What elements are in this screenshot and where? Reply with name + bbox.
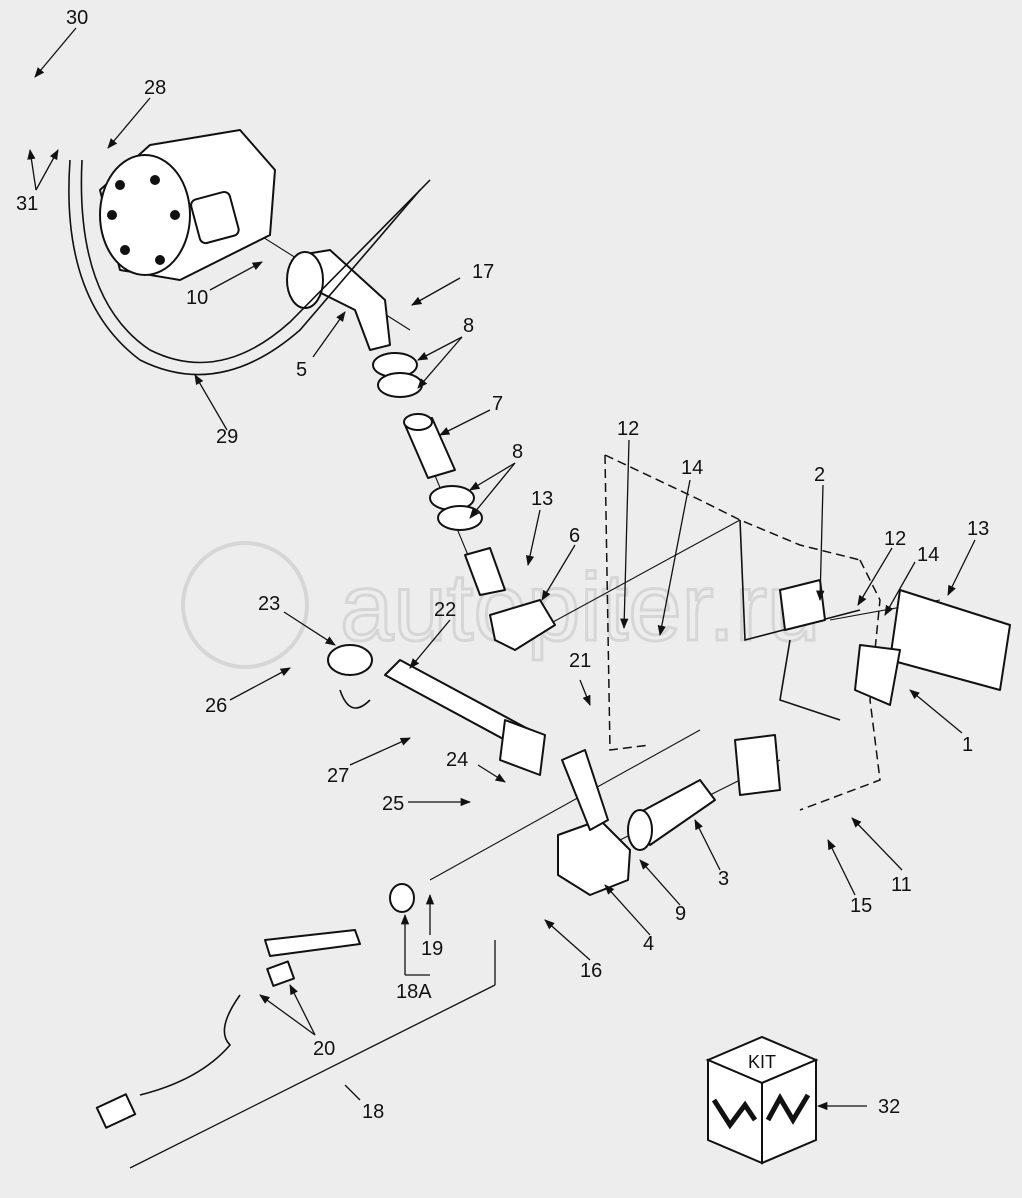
callout-27: 27 xyxy=(327,765,349,787)
callout-9: 9 xyxy=(675,903,686,925)
callout-16: 16 xyxy=(580,960,602,982)
cap-23 xyxy=(327,644,373,709)
mounting-panel xyxy=(604,454,881,811)
callout-labels: 30 28 31 10 17 5 8 29 7 8 13 6 12 14 2 1… xyxy=(16,7,989,1123)
callout-8-upper: 8 xyxy=(463,315,474,337)
callout-15: 15 xyxy=(850,895,872,917)
callout-14-left: 14 xyxy=(681,457,703,479)
bracket-2 xyxy=(779,579,826,631)
hose-7 xyxy=(403,413,456,479)
callout-1: 1 xyxy=(962,734,973,756)
flange-plate xyxy=(734,734,781,796)
callout-18a: 18A xyxy=(396,981,432,1003)
callout-4: 4 xyxy=(643,933,654,955)
hose-clamps-lower xyxy=(429,485,483,531)
callout-32: 32 xyxy=(878,1096,900,1118)
callout-29: 29 xyxy=(216,426,238,448)
callout-8-lower: 8 xyxy=(512,441,523,463)
callout-13-left: 13 xyxy=(531,488,553,510)
callout-12-left: 12 xyxy=(617,418,639,440)
callout-7: 7 xyxy=(492,393,503,415)
callout-2: 2 xyxy=(814,464,825,486)
callout-12-right: 12 xyxy=(884,528,906,550)
hose-clamps-upper xyxy=(372,352,423,398)
elbow-6 xyxy=(464,547,556,651)
hose-29 xyxy=(68,159,421,376)
callout-30: 30 xyxy=(66,7,88,29)
callout-26: 26 xyxy=(205,695,227,717)
callout-31: 31 xyxy=(16,193,38,215)
kit-icon: KIT xyxy=(705,1035,819,1165)
callout-28: 28 xyxy=(144,77,166,99)
kit-label: KIT xyxy=(748,1052,776,1072)
sensor-18 xyxy=(95,929,361,1129)
hose-29-edge xyxy=(80,159,431,364)
callout-22: 22 xyxy=(434,599,456,621)
callout-14-right: 14 xyxy=(917,544,939,566)
callout-18: 18 xyxy=(362,1101,384,1123)
callout-17: 17 xyxy=(472,261,494,283)
callout-19: 19 xyxy=(421,938,443,960)
callout-3: 3 xyxy=(718,868,729,890)
callout-11: 11 xyxy=(891,874,912,896)
callout-13-right: 13 xyxy=(967,518,989,540)
hydraulic-pump xyxy=(99,129,276,281)
callout-6: 6 xyxy=(569,525,580,547)
callout-25: 25 xyxy=(382,793,404,815)
plug-18a xyxy=(389,883,415,913)
callout-24: 24 xyxy=(446,749,468,771)
tube-22 xyxy=(384,659,546,776)
pipe-elbow-5 xyxy=(286,249,391,351)
callout-23: 23 xyxy=(258,593,280,615)
callout-20: 20 xyxy=(313,1038,335,1060)
plate-1 xyxy=(854,589,1011,706)
filter-element-3 xyxy=(627,779,716,851)
callout-5: 5 xyxy=(296,359,307,381)
callout-21: 21 xyxy=(569,650,591,672)
leader-lines xyxy=(27,27,976,1169)
callout-10: 10 xyxy=(186,287,208,309)
filter-housing-4 xyxy=(557,749,631,896)
